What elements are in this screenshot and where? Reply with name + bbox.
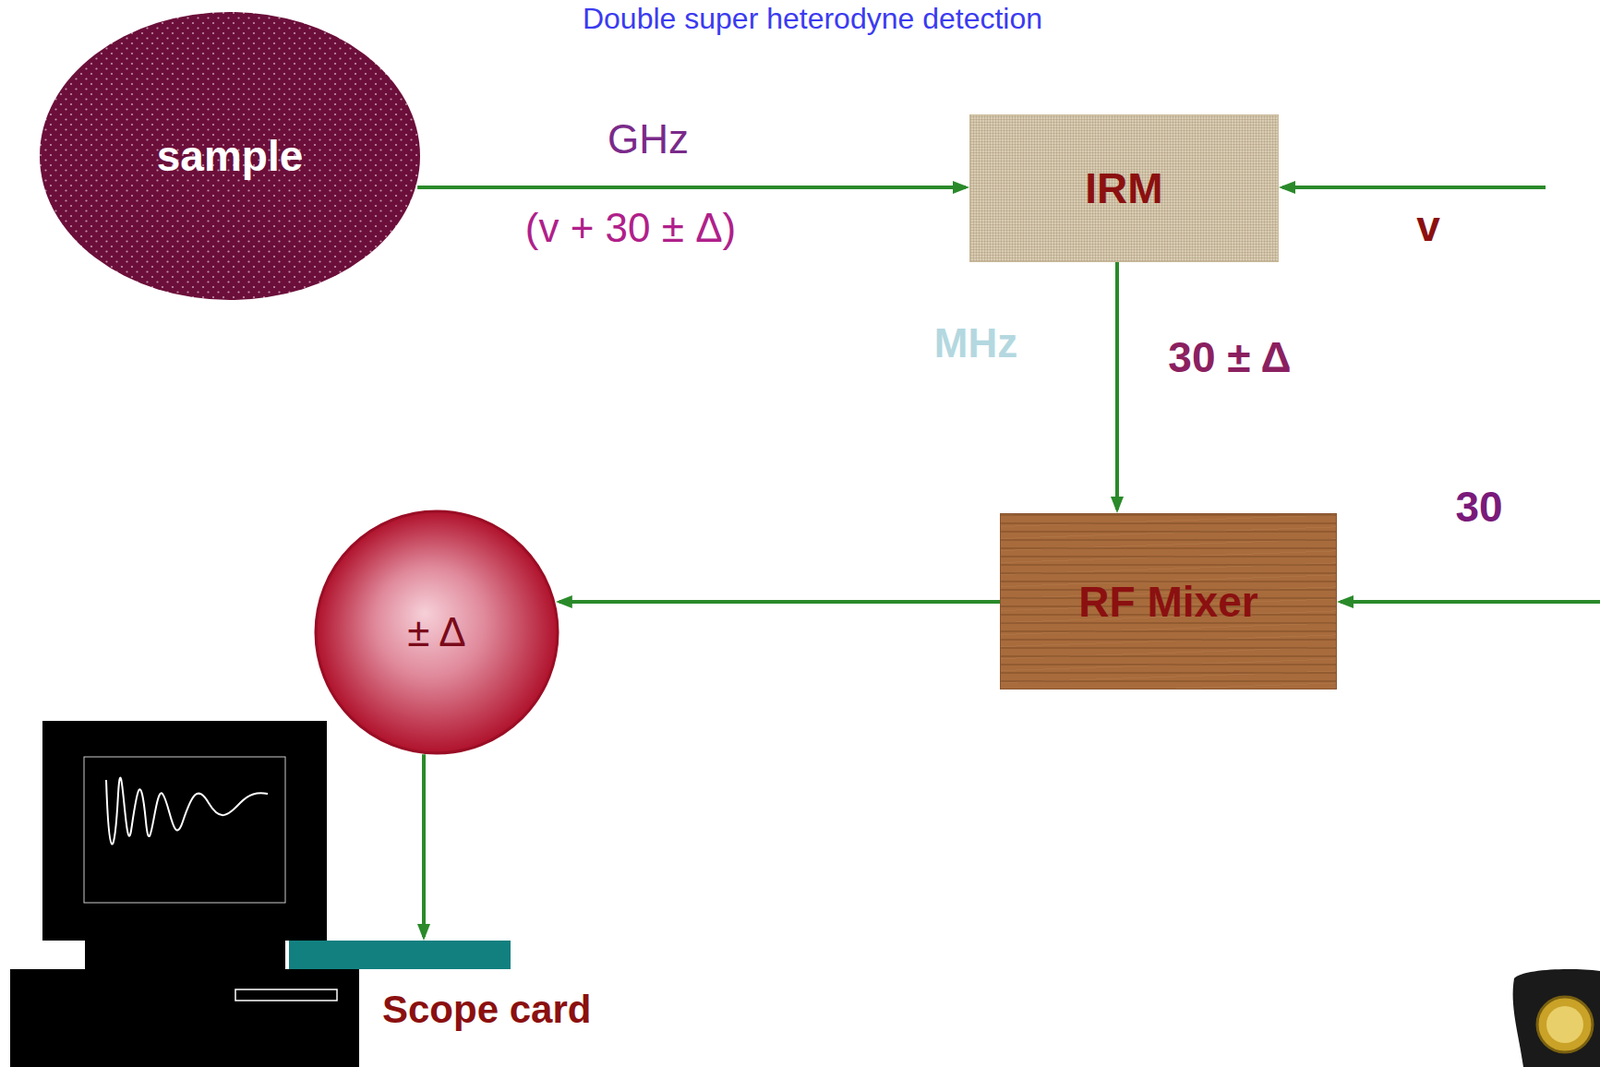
node-text: ± Δ (407, 609, 466, 656)
monitor-screen (84, 757, 286, 903)
lo-line (1282, 185, 1546, 190)
monitor-stand (84, 940, 286, 970)
signal-name: v (1416, 201, 1441, 252)
frequency-band: MHz (934, 320, 1018, 367)
drive-slot (235, 989, 337, 1001)
reference-line (1340, 600, 1600, 604)
signal-arrow (1115, 262, 1119, 510)
frequency-band: GHz (607, 116, 689, 163)
node-text: RF Mixer (1078, 577, 1258, 627)
diagram-title: Double super heterodyne detection (582, 1, 1043, 37)
signal-frequency: 30 ± Δ (1167, 332, 1291, 383)
mixer-box: RF Mixer (999, 513, 1337, 690)
sample-ellipse: sample (37, 10, 422, 302)
signal-arrow (417, 185, 966, 190)
logo (1495, 964, 1600, 1067)
waveform (106, 778, 268, 845)
monitor (42, 721, 327, 941)
scope-card: Scope card (288, 940, 511, 970)
computer-base (10, 969, 360, 1067)
output-circle: ± Δ (313, 509, 560, 756)
signal-arrow (559, 600, 1000, 604)
node-text: IRM (1084, 163, 1163, 214)
node-text: sample (156, 131, 304, 181)
signal-arrow (421, 754, 426, 938)
ellipse-shape (39, 12, 421, 301)
mixer-box: IRM (969, 114, 1279, 263)
signal-frequency: 30 (1455, 481, 1503, 532)
node-text: Scope card (382, 987, 591, 1033)
signal-frequency: (v + 30 ± Δ) (525, 204, 736, 252)
ellipse-shape (315, 511, 558, 754)
